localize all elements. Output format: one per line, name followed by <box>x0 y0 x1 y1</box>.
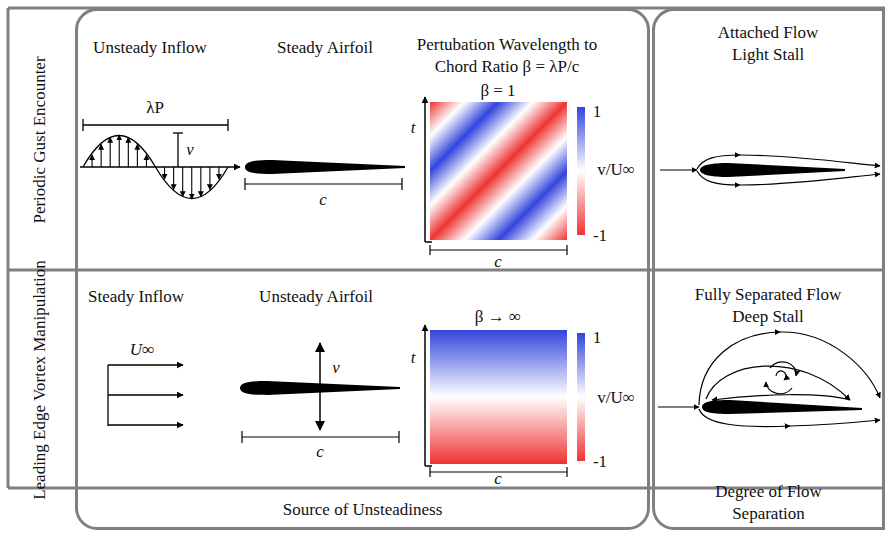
inflow-arrows <box>108 365 183 426</box>
frame <box>8 8 885 488</box>
velocity-arrow <box>191 167 192 199</box>
label: Steady Inflow <box>88 286 184 308</box>
velocity-arrow <box>209 167 210 190</box>
separated-flow <box>658 332 880 427</box>
label: t <box>411 117 416 139</box>
label: Unsteady Inflow <box>93 37 207 59</box>
label: Attached Flow Light Stall <box>703 22 833 66</box>
label: -1 <box>593 225 607 247</box>
label: -1 <box>593 451 607 473</box>
velocity-arrow <box>173 167 174 190</box>
label: c <box>319 189 327 211</box>
moving-airfoil <box>240 343 400 443</box>
colormap <box>425 325 585 477</box>
label: Fully Separated Flow Deep Stall <box>683 284 853 328</box>
velocity-arrow <box>146 155 147 167</box>
velocity-arrow <box>128 137 129 167</box>
panel-caption: Source of Unsteadiness <box>78 499 647 521</box>
velocity-arrow <box>92 155 93 167</box>
panel: Degree of Flow Separation <box>652 8 885 530</box>
label: v/U∞ <box>597 387 635 409</box>
label: c <box>494 468 502 490</box>
row-header: Periodic Gust Encounter <box>29 56 51 223</box>
label: U∞ <box>130 339 154 361</box>
label: t <box>411 347 416 369</box>
velocity-arrow <box>101 144 102 167</box>
label: v/U∞ <box>597 159 635 181</box>
colormap <box>425 97 585 255</box>
velocity-arrow <box>137 144 138 167</box>
label: λP <box>146 97 164 119</box>
label: c <box>316 441 324 463</box>
velocity-arrow <box>164 167 165 179</box>
label: 1 <box>593 327 602 349</box>
label: β → ∞ <box>475 306 521 328</box>
velocity-arrow <box>182 167 183 197</box>
airfoil <box>245 160 405 190</box>
panel-caption: Degree of Flow Separation <box>655 481 882 525</box>
attached-flow <box>660 155 880 185</box>
panel: Source of Unsteadiness <box>75 8 650 530</box>
velocity-arrow <box>200 167 201 197</box>
velocity-arrow <box>119 135 120 167</box>
label: 1 <box>593 101 602 123</box>
label: v <box>332 357 340 379</box>
velocity-arrow <box>110 137 111 167</box>
gust-wave <box>80 119 240 199</box>
row-header: Leading Edge Vortex Manipulation <box>29 260 51 500</box>
label: Steady Airfoil <box>277 37 373 59</box>
label: Pertubation Wavelength to Chord Ratio β … <box>416 34 598 78</box>
label: c <box>494 251 502 273</box>
label: Unsteady Airfoil <box>259 286 373 308</box>
velocity-arrows <box>92 135 219 199</box>
label: v <box>186 139 194 161</box>
velocity-arrow <box>218 167 219 179</box>
label: β = 1 <box>480 80 515 102</box>
